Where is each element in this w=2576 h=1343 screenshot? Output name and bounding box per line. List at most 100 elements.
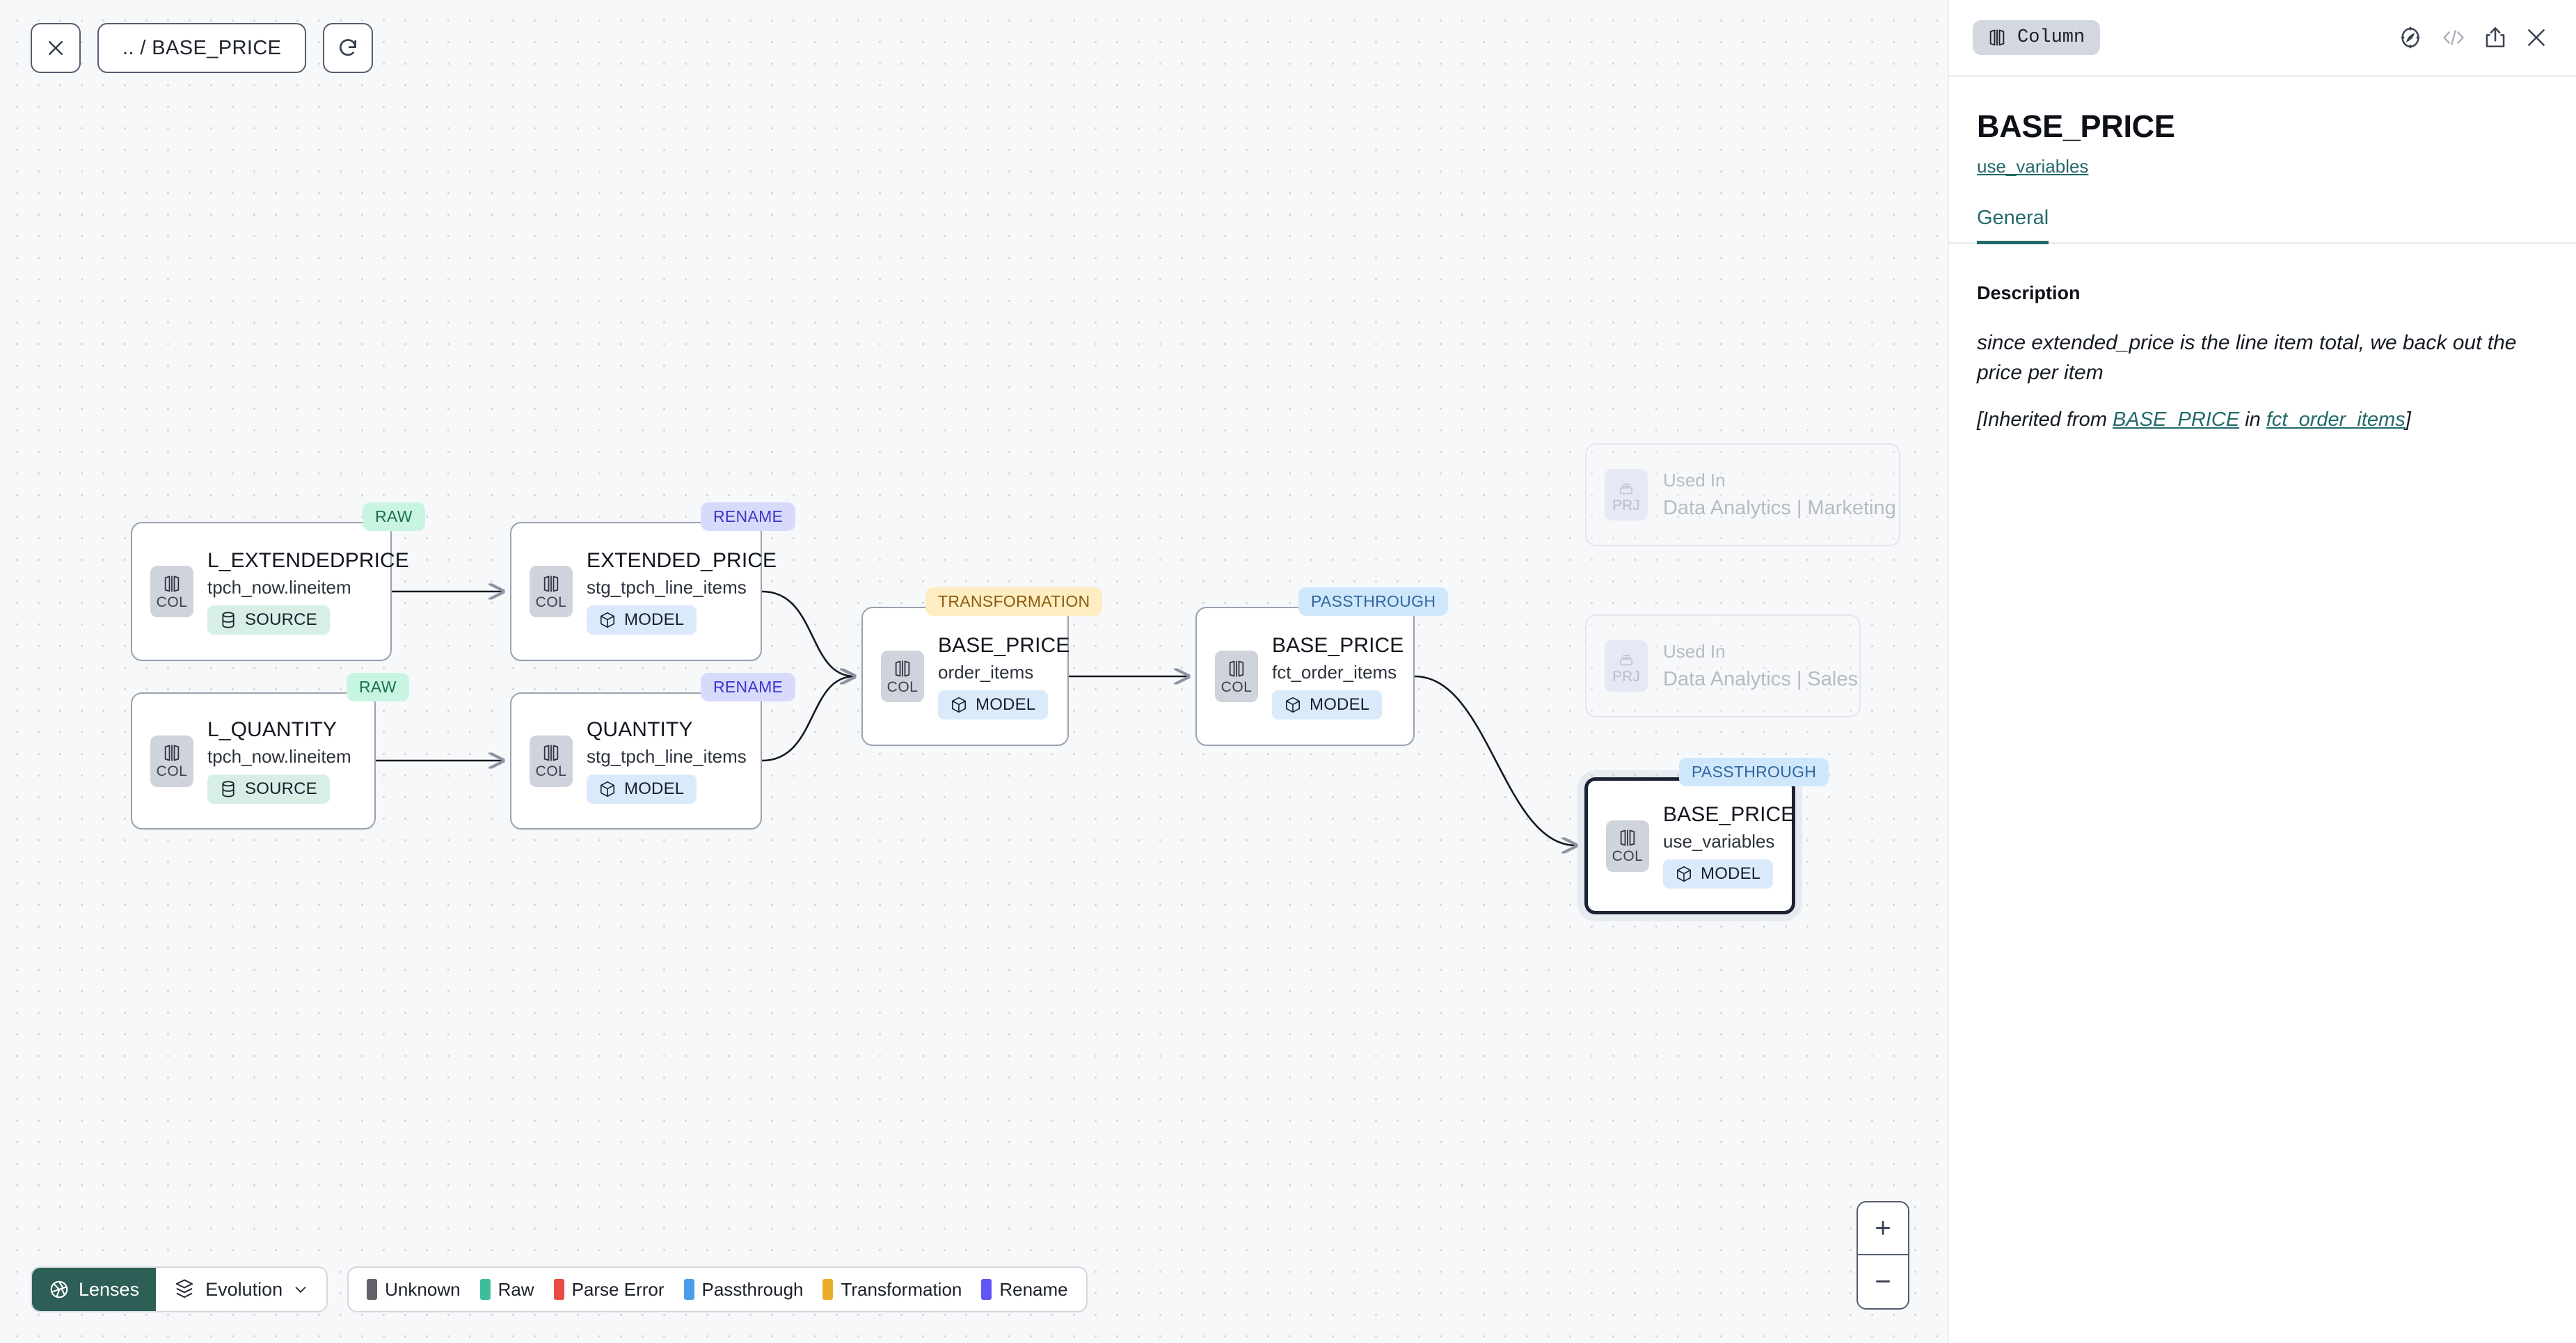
- node-name: L_EXTENDEDPRICE: [207, 548, 409, 572]
- breadcrumb[interactable]: .. / BASE_PRICE: [97, 23, 307, 73]
- node-name: BASE_PRICE: [1272, 633, 1404, 657]
- node-kind-badge: COL: [150, 735, 193, 787]
- evolution-button[interactable]: Evolution: [156, 1268, 327, 1311]
- legend-label: Raw: [498, 1278, 534, 1300]
- node-source: fct_order_items: [1272, 661, 1397, 683]
- legend-label: Passthrough: [701, 1278, 804, 1300]
- entity-type-badge[interactable]: Column: [1973, 20, 2101, 55]
- aperture-icon: [50, 1280, 68, 1298]
- node-chip: MODEL: [587, 605, 697, 635]
- canvas-toolbar: .. / BASE_PRICE: [31, 23, 374, 73]
- cube-icon: [600, 612, 615, 628]
- node-source: stg_tpch_line_items: [587, 746, 747, 767]
- zoom-out-button[interactable]: −: [1875, 1266, 1891, 1297]
- node-source: stg_tpch_line_items: [587, 576, 747, 598]
- column-icon: [164, 575, 180, 591]
- legend-label: Transformation: [841, 1278, 962, 1300]
- legend-swatch: [981, 1279, 992, 1300]
- project-icon: [1619, 483, 1633, 494]
- zoom-in-button[interactable]: +: [1858, 1202, 1908, 1255]
- project-kind-badge: PRJ: [1605, 640, 1648, 692]
- used-in-label: Used In: [1663, 641, 1726, 662]
- layers-icon: [176, 1279, 193, 1298]
- node-chip: MODEL: [1663, 859, 1774, 889]
- node-tag-order_items: TRANSFORMATION: [925, 587, 1103, 616]
- description-section: Description since extended_price is the …: [1949, 244, 2576, 431]
- legend-swatch: [367, 1279, 378, 1300]
- evolution-label: Evolution: [205, 1278, 283, 1300]
- cube-icon: [600, 781, 615, 797]
- inherited-prefix: [Inherited from: [1977, 408, 2113, 431]
- share-button[interactable]: [2484, 26, 2506, 49]
- node-chip-label: MODEL: [624, 610, 685, 629]
- inherited-column-link[interactable]: BASE_PRICE: [2113, 408, 2240, 431]
- legend-item-rename: Rename: [981, 1278, 1068, 1301]
- code-button[interactable]: [2441, 27, 2466, 48]
- node-tag-l_extendedprice: RAW: [363, 502, 425, 531]
- node-chip: MODEL: [1272, 690, 1383, 720]
- entity-type-label: Column: [2017, 27, 2085, 48]
- zoom-controls: + −: [1857, 1201, 1909, 1310]
- legend-swatch: [683, 1279, 694, 1300]
- close-graph-button[interactable]: [31, 23, 81, 73]
- node-kind-badge: COL: [881, 651, 924, 702]
- parent-model-link[interactable]: use_variables: [1977, 156, 2089, 177]
- legend-label: Rename: [999, 1278, 1068, 1300]
- inherited-model-link[interactable]: fct_order_items: [2266, 408, 2406, 431]
- compass-button[interactable]: [2398, 25, 2423, 50]
- lens-control-group: Lenses Evolution: [31, 1266, 328, 1312]
- project-icon: [1619, 654, 1633, 665]
- description-text: since extended_price is the line item to…: [1977, 331, 2517, 384]
- node-name: BASE_PRICE: [938, 633, 1070, 657]
- legend-swatch: [479, 1279, 491, 1300]
- node-kind-label: COL: [887, 678, 919, 695]
- legend-item-passthrough: Passthrough: [683, 1278, 804, 1301]
- database-icon: [222, 611, 234, 628]
- panel-header: Column: [1949, 0, 2576, 77]
- column-icon: [895, 660, 910, 676]
- project-kind-badge: PRJ: [1605, 469, 1648, 520]
- lineage-canvas[interactable]: .. / BASE_PRICE COL L_EXTENDEDPRICE tpch_n…: [0, 0, 1948, 1343]
- chevron-down-icon: [295, 1287, 306, 1293]
- refresh-button[interactable]: [323, 23, 374, 73]
- node-tag-l_quantity: RAW: [347, 673, 409, 701]
- used-in-card-1: PRJ Used In Data Analytics | Sales: [1585, 614, 1861, 717]
- tab-general[interactable]: General: [1977, 207, 2049, 244]
- node-kind-label: COL: [535, 594, 567, 610]
- code-icon: [2443, 30, 2464, 45]
- node-chip: MODEL: [587, 774, 697, 804]
- close-icon: [49, 41, 63, 55]
- cube-icon: [951, 697, 967, 713]
- lenses-button[interactable]: Lenses: [32, 1268, 157, 1311]
- node-chip-label: MODEL: [624, 779, 685, 798]
- inherited-suffix: ]: [2405, 408, 2411, 431]
- node-chip-label: SOURCE: [245, 779, 317, 798]
- project-kind-label: PRJ: [1612, 497, 1640, 514]
- legend-swatch: [553, 1279, 564, 1300]
- node-source: order_items: [938, 661, 1034, 683]
- used-in-value: Data Analytics | Sales: [1663, 668, 1858, 690]
- node-name: QUANTITY: [587, 718, 693, 741]
- column-icon: [543, 745, 559, 761]
- node-source: tpch_now.lineitem: [207, 576, 351, 598]
- used-in-value: Data Analytics | Marketing: [1663, 497, 1896, 519]
- close-panel-button[interactable]: [2525, 26, 2548, 49]
- panel-tabs: General: [1949, 207, 2576, 244]
- legend-label: Parse Error: [571, 1278, 665, 1300]
